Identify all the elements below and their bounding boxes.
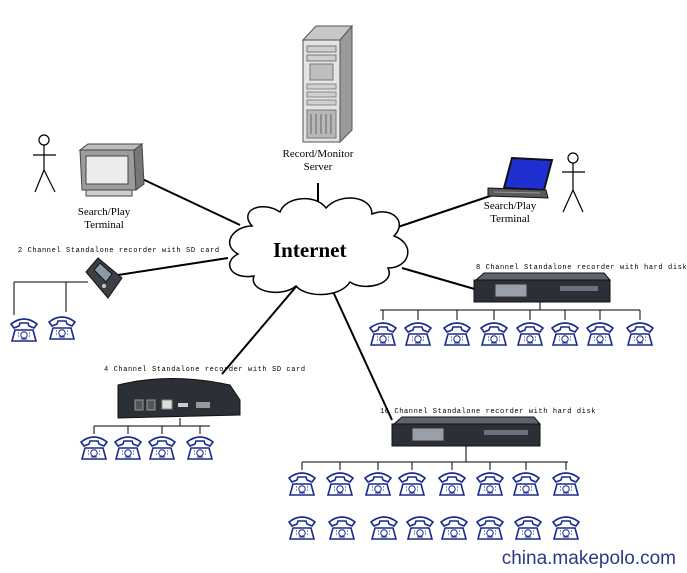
link-terminal-right: [394, 190, 506, 229]
telephone-icon: [10, 318, 38, 342]
telephone-icon: [551, 322, 579, 346]
telephone-icon: [514, 516, 542, 540]
laptop-icon: [487, 156, 554, 199]
terminal-left-label: Search/Play Terminal: [64, 206, 144, 232]
telephone-icon: [398, 472, 426, 496]
crt-monitor-icon: [78, 143, 145, 197]
internet-label: Internet: [273, 238, 347, 262]
telephone-icon: [288, 472, 316, 496]
server-label-line2: Server: [303, 161, 333, 173]
telephone-icon: [370, 516, 398, 540]
telephone-icon: [586, 322, 614, 346]
telephone-icon: [326, 472, 354, 496]
telephone-icon: [516, 322, 544, 346]
phone-wiring: [13, 281, 641, 470]
recorder-2ch-device: [85, 257, 123, 299]
terminal-right-label-line2: Terminal: [490, 213, 530, 225]
recorder-16ch-label: 16 Channel Standalone recorder with hard…: [380, 408, 597, 416]
telephone-icon: [626, 322, 654, 346]
server-tower-icon: [301, 24, 354, 144]
recorder-4ch-device: [117, 378, 241, 419]
telephone-icon: [328, 516, 356, 540]
telephone-icon: [406, 516, 434, 540]
recorder-8ch-label: 8 Channel Standalone recorder with hard …: [476, 264, 687, 272]
telephone-icon: [440, 516, 468, 540]
telephone-icon: [404, 322, 432, 346]
telephone-icon: [148, 436, 176, 460]
internet-cloud: [228, 197, 409, 296]
server-label: Record/Monitor Server: [270, 148, 366, 174]
connection-lines: [117, 176, 506, 421]
link-recorder-4ch: [221, 281, 301, 375]
terminal-right-label-line1: Search/Play: [483, 200, 537, 212]
link-terminal-left: [137, 176, 241, 226]
server-label-line1: Record/Monitor: [282, 148, 354, 160]
link-recorder-2ch: [117, 257, 229, 276]
stick-figure-icon: [33, 134, 56, 193]
recorder-8ch-device: [473, 272, 612, 303]
telephone-icon: [476, 472, 504, 496]
terminal-right-label: Search/Play Terminal: [470, 200, 550, 226]
terminal-left-label-line2: Terminal: [84, 219, 124, 231]
telephone-icon: [48, 316, 76, 340]
recorder-2ch-label: 2 Channel Standalone recorder with SD ca…: [18, 247, 220, 255]
terminal-left-label-line1: Search/Play: [77, 206, 131, 218]
telephone-group: [10, 316, 654, 540]
telephone-icon: [512, 472, 540, 496]
telephone-icon: [186, 436, 214, 460]
watermark: china.makepolo.com: [501, 548, 676, 569]
telephone-icon: [438, 472, 466, 496]
telephone-icon: [552, 472, 580, 496]
telephone-icon: [443, 322, 471, 346]
telephone-icon: [552, 516, 580, 540]
telephone-icon: [114, 436, 142, 460]
link-recorder-16ch: [329, 284, 393, 421]
telephone-icon: [288, 516, 316, 540]
telephone-icon: [480, 322, 508, 346]
telephone-icon: [369, 322, 397, 346]
telephone-icon: [80, 436, 108, 460]
stick-figure-icon: [562, 152, 585, 213]
link-recorder-8ch: [401, 267, 479, 291]
recorder-4ch-label: 4 Channel Standalone recorder with SD ca…: [104, 366, 306, 374]
recorder-16ch-device: [391, 416, 542, 447]
telephone-icon: [476, 516, 504, 540]
telephone-icon: [364, 472, 392, 496]
